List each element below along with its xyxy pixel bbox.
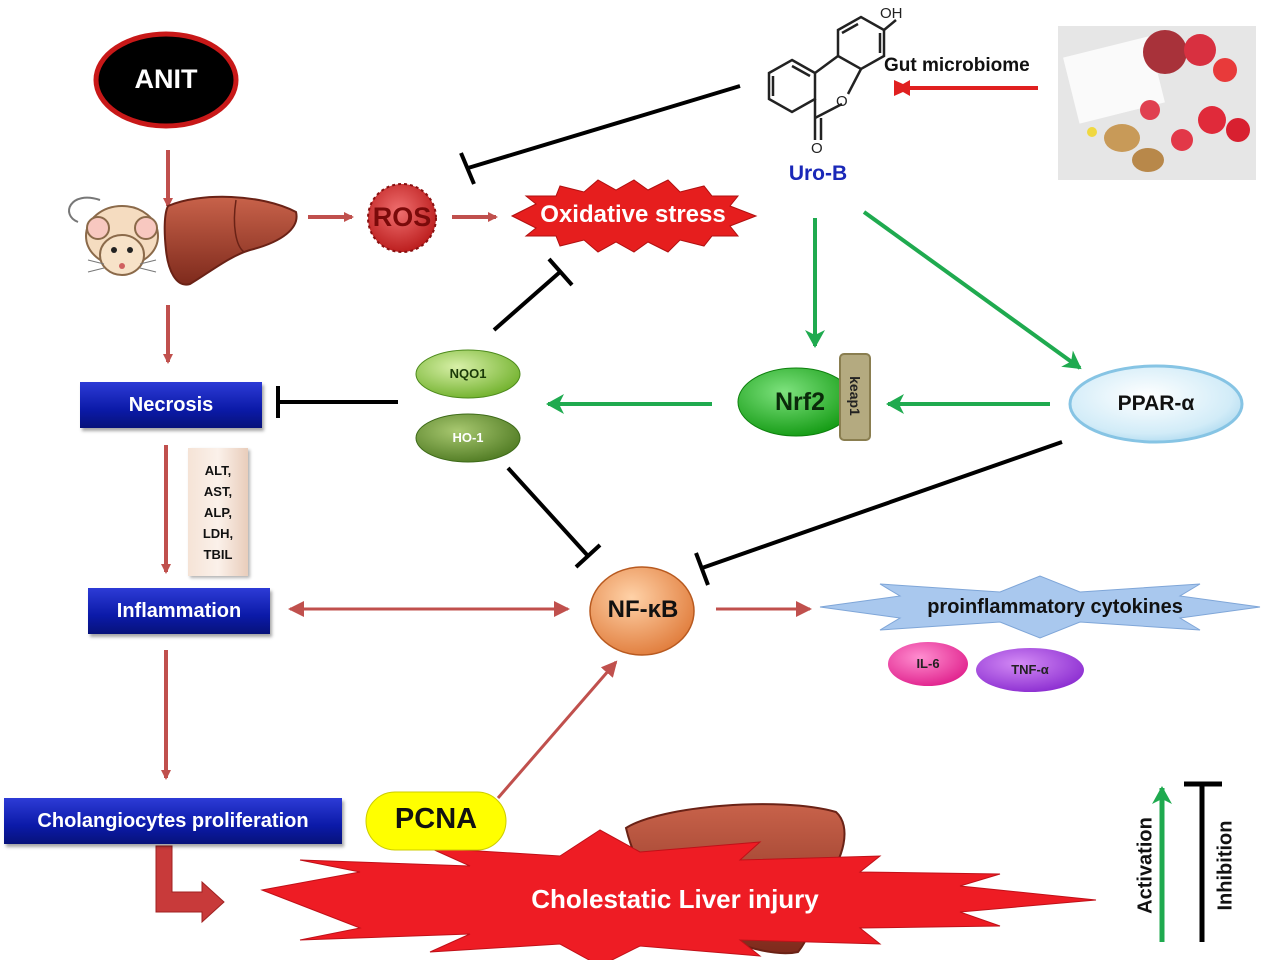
marker-ast: AST, [203,483,233,499]
necrosis-box: Necrosis [80,382,262,428]
inhibit-ho1-nfkb [506,466,590,558]
nrf2-label: Nrf2 [774,388,825,416]
oxidative-stress-label: Oxidative stress [540,201,726,228]
nfkb-label: NF-κB [607,596,679,623]
marker-alt: ALT, [204,462,232,478]
marker-alp: ALP, [204,504,232,520]
il6-label: IL-6 [916,656,940,671]
inhibit-nqo1-oxidative [492,270,562,332]
oh-label: OH [880,5,903,22]
nqo1-oval [415,349,521,399]
oxidative-stress-burst [510,179,758,253]
tnf-label: TNF-α [1011,662,1049,677]
gut-microbiome-label: Gut microbiome [884,55,1030,76]
ppar-label: PPAR-α [1117,392,1195,415]
legend-inhibition-label: Inhibition [1214,820,1237,911]
injury-burst [260,829,1097,960]
cytokines-label: proinflammatory cytokines [927,596,1183,618]
o-ring-label: O [836,93,848,110]
mouse-icon [68,196,159,276]
anit-label: ANIT [134,64,198,94]
inhibit-urob-oxidative [467,84,741,170]
inflammation-box: Inflammation [88,588,270,634]
anit-oval [93,31,239,129]
pcna-box [365,791,507,851]
legend-activation-label: Activation [1134,817,1157,914]
keap1-label: keap1 [847,376,863,416]
ho1-oval [415,413,521,463]
food-photo-icon [1058,26,1256,180]
arrow-pcna-nfkb [496,660,618,799]
il6-oval [888,642,968,686]
tnf-oval [976,648,1084,692]
activate-urob-ppar [862,210,1082,370]
inhibit-ppar-nfkb [701,440,1063,570]
nfkb-oval [589,566,695,656]
injury-label: Cholestatic Liver injury [531,884,819,914]
uro-b-label: Uro-B [788,162,848,185]
liver-markers-box: ALT, AST, ALP, LDH, TBIL [188,448,248,576]
ros-icon [367,183,437,253]
cytokines-star [819,575,1261,639]
pcna-label: PCNA [394,803,478,835]
marker-ldh: LDH, [202,525,234,541]
ho1-label: HO-1 [452,430,484,445]
nqo1-label: NQO1 [449,366,487,381]
liver-icon [163,195,298,286]
ppar-oval [1068,364,1244,444]
uro-b-structure-icon [767,15,897,140]
arrow-cholangiocytes-injury [155,845,225,924]
keap1-box [839,353,871,441]
ros-label: ROS [372,202,432,232]
marker-tbil: TBIL [203,546,233,562]
o-carbonyl-label: O [811,140,823,157]
cholangiocytes-box: Cholangiocytes proliferation [4,798,342,844]
